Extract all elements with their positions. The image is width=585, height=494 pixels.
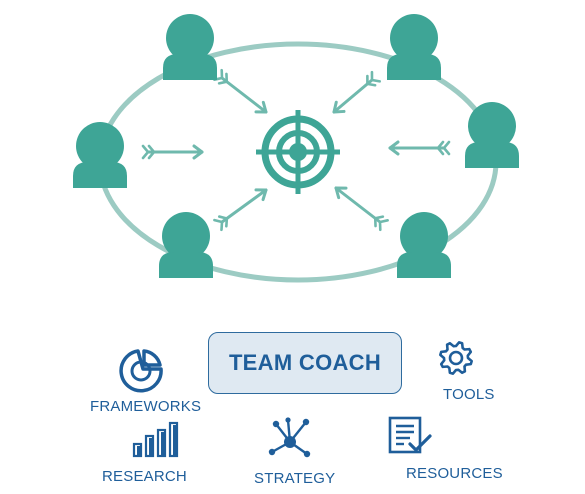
tools-label: TOOLS (443, 386, 495, 403)
arrow-left-icon (141, 144, 204, 160)
team-coach-label: TEAM COACH (228, 350, 382, 375)
person-top-right-icon (387, 14, 441, 80)
resources-label: RESOURCES (406, 465, 503, 482)
checklist-icon (388, 416, 432, 454)
person-top-left-icon (163, 14, 217, 80)
network-icon (268, 417, 311, 458)
target-icon (256, 110, 340, 194)
arrows-group (141, 68, 451, 232)
arrow-bottom-right-icon (334, 186, 389, 232)
bar-chart-icon (132, 421, 179, 458)
strategy-label: STRATEGY (254, 470, 336, 487)
gear-icon (439, 341, 473, 375)
arrow-top-right-icon (332, 70, 381, 114)
people-group (73, 14, 519, 278)
team-coach-box: TEAM COACH (208, 332, 402, 394)
person-left-icon (73, 122, 127, 188)
person-bottom-right-icon (397, 212, 451, 278)
frameworks-label: FRAMEWORKS (90, 398, 202, 415)
person-bottom-left-icon (159, 212, 213, 278)
person-right-icon (465, 102, 519, 168)
arrow-right-icon (388, 140, 451, 156)
research-label: RESEARCH (102, 468, 187, 485)
arrow-top-left-icon (213, 68, 268, 114)
arrow-bottom-left-icon (213, 188, 268, 232)
pie-chart-icon (119, 349, 163, 393)
